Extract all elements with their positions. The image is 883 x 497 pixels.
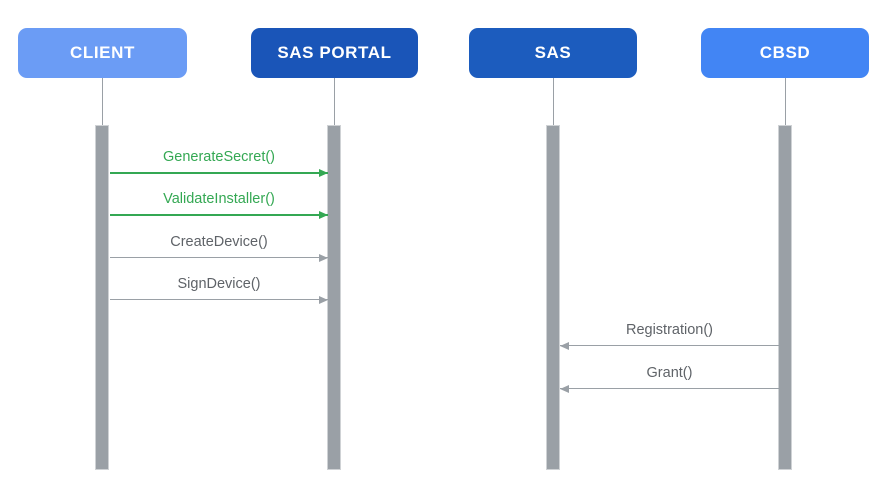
activation-bar-cbsd — [778, 125, 792, 470]
message-label: SignDevice() — [177, 276, 261, 292]
lifeline-sas — [553, 78, 554, 126]
arrowhead-right-icon — [319, 168, 328, 177]
message-arrow-line — [110, 168, 328, 177]
actor-label-client: CLIENT — [70, 43, 135, 62]
actor-box-client: CLIENT — [18, 28, 187, 78]
actor-label-cbsd: CBSD — [759, 43, 811, 62]
message-label: Grant() — [646, 365, 693, 381]
arrowhead-right-icon — [319, 253, 328, 262]
actor-label-sas: SAS — [534, 43, 572, 62]
message-arrow-line — [110, 253, 328, 262]
arrowhead-right-icon — [319, 210, 328, 219]
arrowhead-left-icon — [560, 384, 569, 393]
message-arrow-line — [560, 384, 779, 393]
lifeline-client — [102, 78, 103, 126]
message-label: ValidateInstaller() — [163, 191, 275, 207]
arrowhead-right-icon — [319, 295, 328, 304]
lifeline-sas-portal — [334, 78, 335, 126]
actor-box-cbsd: CBSD — [701, 28, 869, 78]
message-label: GenerateSecret() — [162, 149, 276, 165]
lifeline-cbsd — [785, 78, 786, 126]
actor-box-sas: SAS — [469, 28, 637, 78]
activation-bar-sas — [546, 125, 560, 470]
message-label: CreateDevice() — [170, 234, 268, 250]
message-label: Registration() — [625, 322, 714, 338]
activation-bar-sas-portal — [327, 125, 341, 470]
actor-label-sas-portal: SAS PORTAL — [277, 43, 392, 62]
message-arrow-line — [110, 210, 328, 219]
activation-bar-client — [95, 125, 109, 470]
message-arrow-line — [110, 295, 328, 304]
message-arrow-line — [560, 341, 779, 350]
arrowhead-left-icon — [560, 341, 569, 350]
actor-box-sas-portal: SAS PORTAL — [251, 28, 418, 78]
